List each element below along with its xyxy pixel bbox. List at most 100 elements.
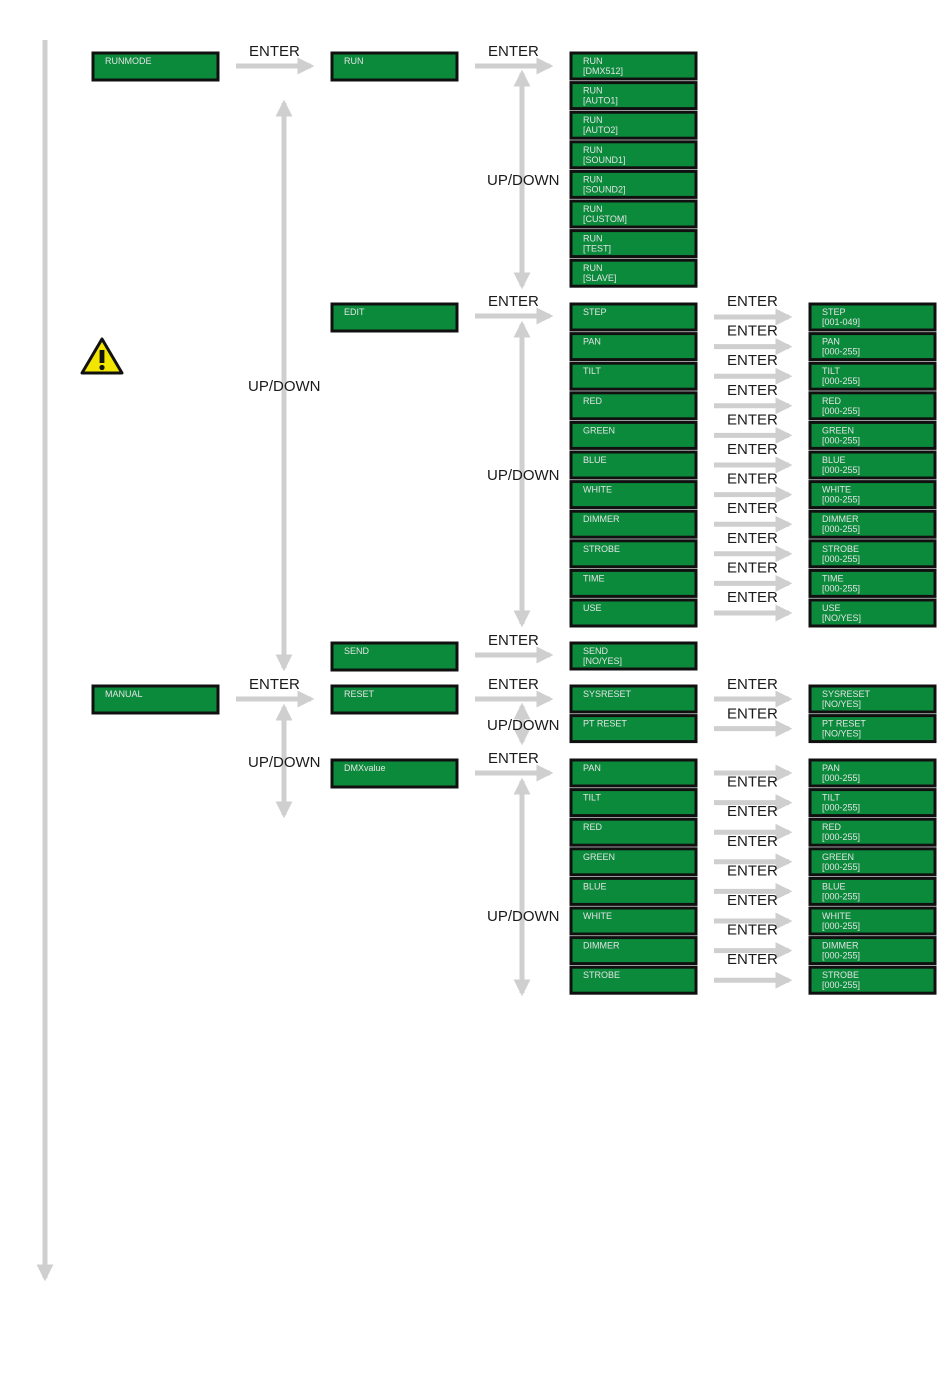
reset-item-pt-reset: PT RESET <box>569 714 698 744</box>
edit-value-use-line1: USE <box>822 603 841 613</box>
run-option-auto2: RUN[AUTO2] <box>569 110 698 140</box>
edit-value-step-line2: [001-049] <box>822 317 860 327</box>
dmxvalue-white-enter-label: ENTER <box>727 892 778 909</box>
dmxvalue-value-strobe-line2: [000-255] <box>822 980 860 990</box>
run-option-sound2-line1: RUN <box>583 174 603 184</box>
edit-item-step: STEP <box>569 302 698 332</box>
run-option-auto1: RUN[AUTO1] <box>569 81 698 111</box>
run-option-test: RUN[TEST] <box>569 229 698 259</box>
edit-item-green: GREEN <box>569 420 698 450</box>
dmxvalue-green-enter-label: ENTER <box>727 833 778 850</box>
edit-item-red: RED <box>569 391 698 421</box>
dmxvalue-value-tilt-line2: [000-255] <box>822 803 860 813</box>
edit-item-time: TIME <box>569 568 698 598</box>
run-option-test-line1: RUN <box>583 234 603 244</box>
run-option-slave-line1: RUN <box>583 263 603 273</box>
edit-value-pan-line2: [000-255] <box>822 347 860 357</box>
send-box-line1: SEND <box>344 646 370 656</box>
run-option-auto1-line2: [AUTO1] <box>583 96 618 106</box>
edit-value-red: RED[000-255] <box>808 391 937 421</box>
dmxvalue-value-dimmer-line2: [000-255] <box>822 951 860 961</box>
dmxvalue-item-red: RED <box>569 817 698 847</box>
edit-value-blue-line2: [000-255] <box>822 465 860 475</box>
edit-item-pan: PAN <box>569 332 698 362</box>
edit-item-red-line1: RED <box>583 396 603 406</box>
edit-item-white-line1: WHITE <box>583 485 612 495</box>
dmxvalue-item-blue: BLUE <box>569 876 698 906</box>
run-option-sound1-line1: RUN <box>583 145 603 155</box>
reset-item-sysreset-line1: SYSRESET <box>583 689 632 699</box>
edit-value-green-line1: GREEN <box>822 425 854 435</box>
edit-updown-label: UP/DOWN <box>487 467 560 484</box>
dmxvalue-item-tilt-line1: TILT <box>583 793 601 803</box>
dmxvalue-item-red-line1: RED <box>583 822 603 832</box>
dmxvalue-box: DMXvalue <box>330 758 459 789</box>
manual-updown-label: UP/DOWN <box>248 754 321 771</box>
edit-use-enter-label: ENTER <box>727 589 778 606</box>
dmxvalue-value-red-line1: RED <box>822 822 842 832</box>
edit-value-green-line2: [000-255] <box>822 435 860 445</box>
run-option-sound1: RUN[SOUND1] <box>569 140 698 170</box>
edit-time-enter-label: ENTER <box>727 559 778 576</box>
edit-value-blue-line1: BLUE <box>822 455 846 465</box>
edit-item-use: USE <box>569 598 698 628</box>
reset-pt-reset-enter-label: ENTER <box>727 706 778 723</box>
dmxvalue-value-green-line1: GREEN <box>822 852 854 862</box>
edit-item-strobe-line1: STROBE <box>583 544 620 554</box>
warning-icon <box>80 337 124 375</box>
run-option-dmx512-line1: RUN <box>583 56 603 66</box>
reset-value-sysreset-line1: SYSRESET <box>822 689 871 699</box>
edit-value-time: TIME[000-255] <box>808 568 937 598</box>
run-option-sound1-line2: [SOUND1] <box>583 155 626 165</box>
dmxvalue-value-pan-line2: [000-255] <box>822 773 860 783</box>
edit-blue-enter-label: ENTER <box>727 441 778 458</box>
reset-box-line1: RESET <box>344 689 375 699</box>
run-option-slave-line2: [SLAVE] <box>583 273 616 283</box>
reset-item-pt-reset-line1: PT RESET <box>583 719 627 729</box>
dmxvalue-value-red-line2: [000-255] <box>822 832 860 842</box>
run-box: RUN <box>330 51 459 82</box>
dmxvalue-updown-label: UP/DOWN <box>487 908 560 925</box>
edit-item-blue-line1: BLUE <box>583 455 607 465</box>
run-option-test-line2: [TEST] <box>583 244 611 254</box>
run-option-auto2-line2: [AUTO2] <box>583 125 618 135</box>
edit-value-dimmer-line2: [000-255] <box>822 524 860 534</box>
edit-item-white: WHITE <box>569 480 698 510</box>
run-option-custom: RUN[CUSTOM] <box>569 199 698 229</box>
reset-item-sysreset: SYSRESET <box>569 684 698 714</box>
edit-value-use-line2: [NO/YES] <box>822 613 861 623</box>
dmxvalue-item-dimmer-line1: DIMMER <box>583 941 620 951</box>
run-option-auto2-line1: RUN <box>583 115 603 125</box>
edit-strobe-enter-label: ENTER <box>727 530 778 547</box>
edit-value-pan: PAN[000-255] <box>808 332 937 362</box>
edit-value-red-line2: [000-255] <box>822 406 860 416</box>
edit-tilt-enter-label: ENTER <box>727 352 778 369</box>
edit-item-strobe: STROBE <box>569 539 698 569</box>
run-box-line1: RUN <box>344 56 364 66</box>
dmxvalue-value-white-line2: [000-255] <box>822 921 860 931</box>
reset-value-sysreset-line2: [NO/YES] <box>822 699 861 709</box>
manual-box-line1: MANUAL <box>105 689 143 699</box>
run-option-dmx512-line2: [DMX512] <box>583 66 623 76</box>
run-option-slave: RUN[SLAVE] <box>569 258 698 288</box>
reset-updown-label: UP/DOWN <box>487 717 560 734</box>
dmxvalue-item-white: WHITE <box>569 906 698 936</box>
dmxvalue-value-strobe-line1: STROBE <box>822 970 859 980</box>
edit-item-time-line1: TIME <box>583 573 605 583</box>
dmxvalue-tilt-enter-label: ENTER <box>727 774 778 791</box>
edit-value-strobe: STROBE[000-255] <box>808 539 937 569</box>
run-option-custom-line1: RUN <box>583 204 603 214</box>
reset-box: RESET <box>330 684 459 715</box>
send-option-no-yes: SEND[NO/YES] <box>569 641 698 671</box>
dmxvalue-value-pan: PAN[000-255] <box>808 758 937 788</box>
edit-value-tilt-line2: [000-255] <box>822 376 860 386</box>
edit-pan-enter-label: ENTER <box>727 323 778 340</box>
manual-enter-label: ENTER <box>249 676 300 693</box>
dmxvalue-value-white: WHITE[000-255] <box>808 906 937 936</box>
edit-value-red-line1: RED <box>822 396 842 406</box>
dmxvalue-value-white-line1: WHITE <box>822 911 851 921</box>
reset-enter-label: ENTER <box>488 676 539 693</box>
edit-value-green: GREEN[000-255] <box>808 420 937 450</box>
edit-value-strobe-line1: STROBE <box>822 544 859 554</box>
edit-value-dimmer-line1: DIMMER <box>822 514 859 524</box>
